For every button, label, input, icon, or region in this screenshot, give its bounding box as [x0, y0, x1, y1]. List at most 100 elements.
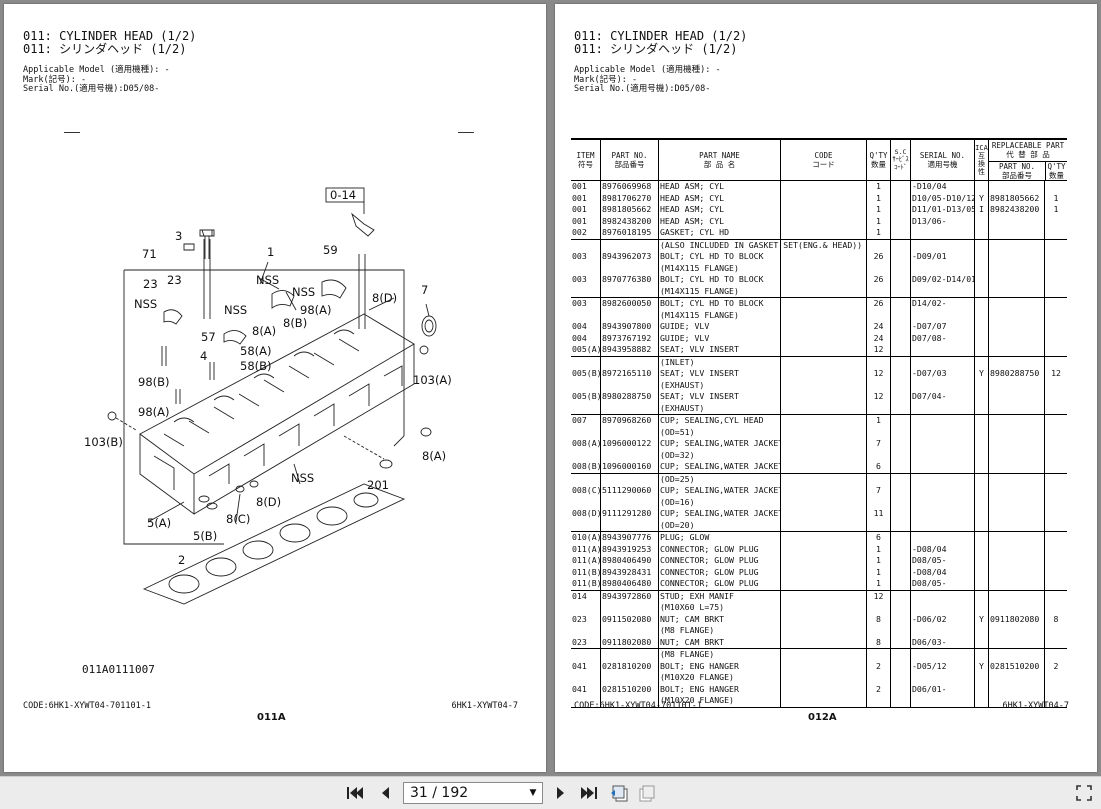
cell-item: [571, 426, 601, 438]
go-forward-icon[interactable]: [638, 784, 658, 802]
cell-rep-part-no: [989, 181, 1045, 193]
cell-rep-part-no: [989, 566, 1045, 578]
cell-rep-part-no: [989, 578, 1045, 590]
cell-item: 008(B): [572, 461, 601, 473]
next-page-icon[interactable]: [551, 784, 571, 802]
table-row: (EXHAUST): [571, 379, 1067, 391]
th-item: ITEM 符号: [571, 140, 601, 180]
cell-sc: [891, 426, 911, 438]
cell-ica: [975, 649, 989, 661]
cell-serial: [911, 438, 975, 450]
cell-code: [781, 555, 867, 567]
table-row: (OD=51): [571, 426, 1067, 438]
cell-item: 004: [571, 321, 601, 333]
cell-code: [781, 251, 867, 263]
cell-part-no: 8980406480: [601, 578, 659, 590]
cell-serial: [911, 356, 975, 368]
crop-mark: [64, 132, 80, 133]
cell-code: [781, 415, 867, 427]
cell-item: [571, 402, 601, 414]
th-text: SERIAL NO.: [919, 151, 966, 160]
cell-code: [781, 379, 867, 391]
cell-item: [571, 649, 601, 661]
th-ica: ICA 互 換 性: [975, 140, 989, 180]
callout-nss: NSS: [134, 297, 157, 311]
cell-sc: [891, 332, 911, 344]
callout-2: 2: [178, 553, 185, 567]
cell-sc: [891, 660, 911, 672]
cell-rep-qty: 2: [1053, 660, 1059, 671]
cell-serial: D06/01-: [911, 683, 975, 695]
cell-part-no: 1096000122: [601, 438, 659, 450]
cell-part-no: 8943907776: [601, 532, 659, 544]
cell-qty: [867, 602, 891, 614]
page-number-select[interactable]: 31 / 192 ▼: [403, 782, 543, 804]
cell-code: [781, 590, 867, 602]
last-page-icon[interactable]: [579, 784, 599, 802]
table-row: (M8 FLANGE): [571, 625, 1067, 637]
cell-ica: [975, 402, 989, 414]
cell-part-name: SEAT; VLV INSERT: [659, 344, 781, 356]
cell-ica: [975, 519, 989, 531]
cell-sc: [891, 262, 911, 274]
fullscreen-icon[interactable]: [1074, 784, 1094, 802]
callout-201: 201: [367, 478, 389, 492]
cell-part-name: BOLT; CYL HD TO BLOCK: [659, 298, 781, 310]
cell-qty: 26: [867, 298, 891, 310]
cell-sc: [891, 204, 911, 216]
cell-qty: 6: [867, 461, 891, 473]
cell-item: [571, 239, 601, 251]
first-page-icon[interactable]: [345, 784, 365, 802]
cell-ica: [975, 344, 989, 356]
cell-serial: [911, 625, 975, 637]
cell-sc: [891, 181, 911, 193]
cell-rep-part-no: [989, 602, 1045, 614]
table-row: (M10X20 FLANGE): [571, 672, 1067, 684]
cell-part-no: 9111291280: [601, 508, 659, 520]
cell-part-no: [601, 672, 659, 684]
th-text: 代 替 部 品: [1006, 150, 1050, 159]
th-sc: S.C ｻｰﾋﾞｽ ｺｰﾄﾞ: [891, 140, 911, 180]
cell-qty: 1: [867, 566, 891, 578]
cell-code: [781, 636, 867, 648]
prev-page-icon[interactable]: [375, 784, 395, 802]
cell-item: 005(A): [572, 344, 601, 356]
callout-98b: 98(B): [138, 375, 170, 389]
exploded-parts-diagram: 0-14 3 71 59 1 NSS NSS 23 23 NSS NSS 98(…: [82, 187, 452, 676]
callout-1: 1: [267, 245, 274, 259]
cell-rep-part-no: [989, 672, 1045, 684]
go-back-icon[interactable]: [609, 784, 629, 802]
cell-serial: [911, 672, 975, 684]
cell-qty: 1: [867, 215, 891, 227]
cell-qty: [867, 473, 891, 485]
cell-part-no: [601, 262, 659, 274]
cell-rep-part-no: [989, 485, 1045, 497]
cell-qty: 8: [867, 613, 891, 625]
cell-code: [781, 215, 867, 227]
cell-ica: [975, 379, 989, 391]
cell-code: [781, 309, 867, 321]
title-jp: 011: シリンダヘッド (1/2): [574, 42, 738, 56]
cell-item: 008(D): [572, 508, 601, 520]
cell-rep-qty: [1045, 310, 1067, 322]
callout-8b: 8(B): [283, 316, 307, 330]
cell-part-name: CUP; SEALING,WATER JACKET: [660, 438, 781, 450]
cell-part-name: BOLT; ENG HANGER: [659, 660, 781, 672]
th-text: 性: [978, 168, 985, 176]
cell-qty: 1: [867, 578, 891, 590]
cell-part-no: [601, 285, 659, 297]
cell-code: [781, 192, 867, 204]
cell-ica: [975, 181, 989, 193]
cell-sc: [891, 215, 911, 227]
cell-code: [781, 543, 867, 555]
th-text: PART NO.: [611, 151, 648, 160]
cell-part-no: 8981805662: [601, 204, 659, 216]
callout-8a: 8(A): [422, 449, 446, 463]
cell-ica: [975, 485, 989, 497]
cell-part-no: 8943919253: [601, 543, 659, 555]
